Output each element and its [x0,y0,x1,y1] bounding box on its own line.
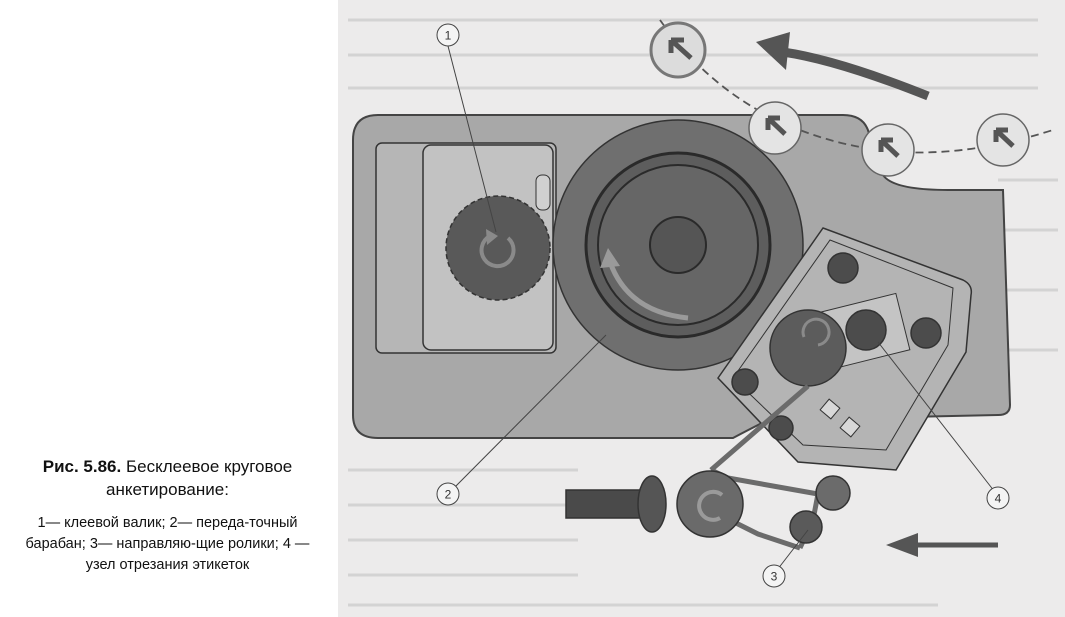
callout-4: 4 [986,486,1010,510]
svg-text:1: 1 [445,29,452,43]
figure-title: Бесклеевое круговое анкетирование: [106,457,293,499]
bottle-2 [748,101,802,155]
bottle-4 [976,113,1030,167]
label-supply-rotation-arrow [697,489,724,522]
cutter-block-1 [819,398,841,420]
svg-text:3: 3 [771,570,778,584]
bottle-travel-arrowhead [756,32,790,70]
guide-pin-2 [910,317,942,349]
glue-roller-arrowhead [486,229,498,245]
guide-roller-lower [789,510,823,544]
feed-direction-arrowhead [886,533,918,557]
caption-legend: 1— клеевой валик; 2— переда-точный бараб… [25,515,310,573]
guide-pin-1 [827,252,859,284]
transfer-drum-rotation-arrow [607,261,689,321]
label-supply-roll [676,470,744,538]
callout-1: 1 [436,23,460,47]
callout-3: 3 [762,564,786,588]
figure-label: Рис. 5.86. [42,457,122,476]
bottle-1 [649,21,707,79]
figure-caption: Рис. 5.86. Бесклеевое круговое анкетиров… [0,455,335,576]
caption-title: Рис. 5.86. Бесклеевое круговое анкетиров… [0,455,335,501]
transfer-drum-hub [649,216,707,274]
transfer-drum-arrowhead [600,248,620,268]
label-supply-shaft [565,489,649,519]
labeling-machine-diagram: 1 2 3 4 [338,0,1065,617]
cutter-knife-roller [845,309,887,351]
glue-roller-rotation-arrow [479,234,516,269]
callout-leaders [447,45,999,575]
label-supply-flange [637,475,667,533]
cutting-roller-rotation-arrow [801,317,831,347]
cutter-block-2 [839,416,861,438]
glue-roller [445,195,551,301]
guide-pin-3 [731,368,759,396]
guide-roller-upper [815,475,851,511]
glue-module-slot [535,174,551,211]
bottle-3 [861,123,915,177]
svg-text:2: 2 [445,488,452,502]
svg-text:4: 4 [995,492,1002,506]
guide-pin-4 [768,415,794,441]
callout-2: 2 [436,482,460,506]
bottle-travel-arrow [782,47,930,101]
